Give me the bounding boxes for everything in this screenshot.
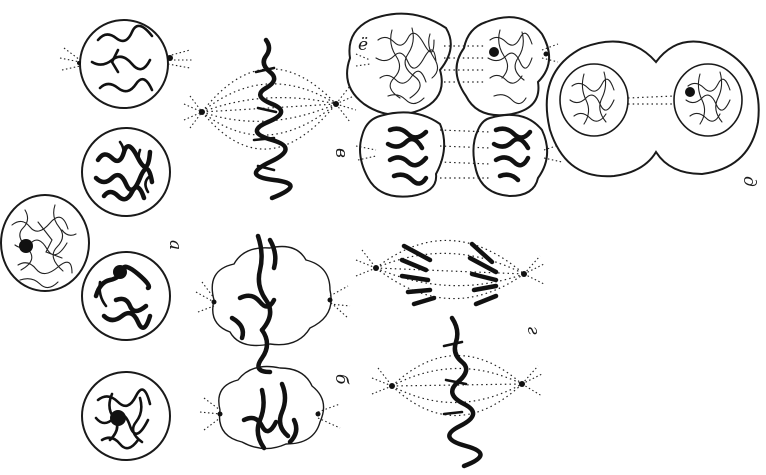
daughter-nucleus-2 [674,64,742,136]
early-telophase-cell: ё [347,14,558,116]
late-prophase-cell-3 [82,252,170,340]
prometaphase-cell-2 [200,367,340,449]
metaphase-plate [256,40,291,198]
nucleolus [19,239,33,253]
panel-d-telophase: ё д [347,14,759,197]
label-b: б [331,374,351,385]
prometaphase-cell-1 [196,236,350,372]
late-prophase-cell-2 [82,128,170,216]
label-d: д [739,176,759,187]
early-prophase-cell [1,195,89,291]
label-v: в [331,148,351,158]
late-prophase-cell-1 [60,20,192,108]
late-telophase-cell [356,112,562,196]
panel-a-prophase: а [1,20,192,460]
panel-b-prometaphase: б [196,236,351,449]
cytokinesis-cell [547,42,759,177]
panel-v-metaphase: в [184,40,356,198]
late-prophase-cell-4 [82,372,170,460]
early-anaphase-spindle [356,240,544,304]
panel-g-anaphase: г [356,240,544,466]
late-anaphase-spindle [372,318,542,466]
label-g: г [523,326,543,335]
label-a: а [165,240,185,250]
svg-text:ё: ё [358,35,368,55]
